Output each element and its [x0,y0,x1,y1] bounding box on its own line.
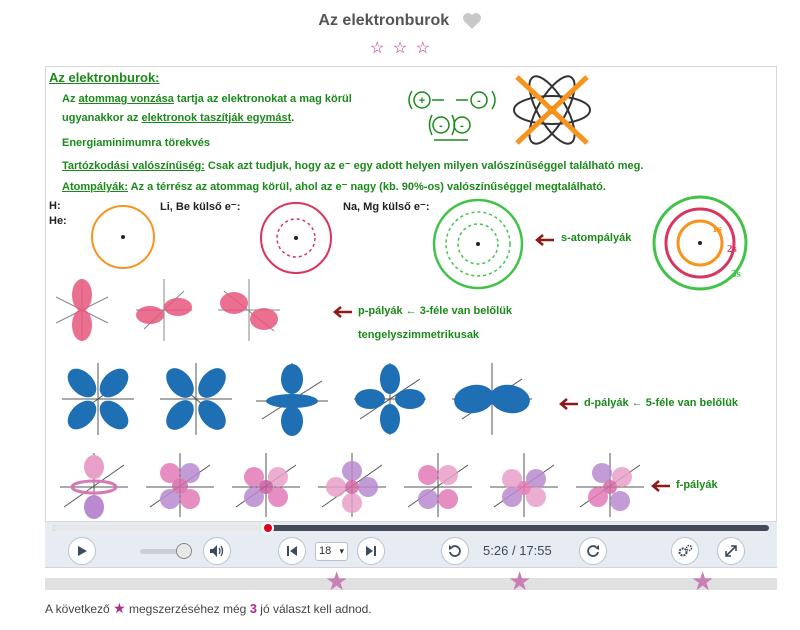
d-orbital-1 [62,363,134,435]
p-orbital-label: p-pályák ← 3-féle van belőlük [358,305,513,317]
play-button[interactable] [68,537,96,565]
d-orbital-4 [354,363,426,435]
rewind-button[interactable] [441,537,469,565]
f-orbital-4 [318,453,386,517]
milestone-star-icon: ★ [691,566,715,596]
video-progress-bar[interactable] [45,522,777,534]
svg-text:-: - [460,120,464,132]
volume-slider[interactable] [140,549,186,554]
p-orbital-z [55,279,109,341]
arrow-left-icon [651,480,670,492]
note-text-b: megszerzéséhez még [128,602,247,616]
slide-select-value: 18 [319,545,332,557]
arrow-left-icon [559,398,578,410]
arrow-left-icon [333,306,352,318]
previous-slide-button[interactable] [278,537,306,565]
play-icon [78,546,87,556]
orbital-3s [432,198,524,290]
rewind-icon [449,545,461,557]
time-separator: / [511,543,516,558]
svg-text:3s: 3s [731,268,742,280]
slide-line-2: ugyanakkor az elektronok taszítják egymá… [62,112,295,124]
video-slide[interactable]: Az elektronburok: Az atommag vonzása tar… [45,66,777,522]
slide-line-4: Tartózkodási valószínűség: Csak azt tudj… [62,160,644,172]
slide-select[interactable]: 18 ▾ [315,542,348,561]
label-li-be: Li, Be külső e⁻: [160,201,241,213]
orbital-1s [91,205,155,269]
svg-text:-: - [477,95,481,107]
total-time: 17:55 [519,543,552,558]
remaining-count: 3 [249,601,257,616]
volume-handle[interactable] [176,543,192,559]
progress-handle[interactable] [261,522,274,534]
p-orbital-label-2: tengelyszimmetrikusak [358,329,480,341]
label-na-mg: Na, Mg külső e⁻: [343,201,430,213]
milestone-star-icon: ★ [508,566,532,596]
label-he: He: [49,215,67,227]
rating-star-icon: ☆ [415,40,430,57]
slide-heading: Az elektronburok: [49,70,160,85]
expand-icon [725,545,737,557]
favorite-heart-icon[interactable] [462,12,482,30]
note-text-c: jó választ kell adnod. [260,602,372,616]
f-orbital-5 [404,453,472,517]
f-orbital-label: f-pályák [676,479,718,491]
d-orbital-z2 [256,363,328,436]
f-orbital-6 [490,453,558,517]
player-controls: 18 ▾ 5:26 / 17:55 [45,534,777,568]
star-icon: ★ [113,600,126,616]
d-orbital-5 [452,363,532,435]
chevron-down-icon: ▾ [339,546,344,556]
rating-stars: ☆ ☆ ☆ [0,38,800,58]
d-orbital-label: d-pályák ← 5-féle van belőlük [584,397,739,409]
f-orbital-1 [60,453,128,519]
svg-text:-: - [439,120,443,132]
volume-button[interactable] [203,537,231,565]
slide-line-3: Energiaminimumra törekvés [62,137,210,149]
fullscreen-button[interactable] [717,537,745,565]
rating-star-icon: ☆ [392,40,408,57]
score-note: A következő ★ megszerzéséhez még 3 jó vá… [45,600,372,617]
f-orbital-3 [232,453,300,517]
orbital-2s [260,202,332,274]
progress-track[interactable] [53,522,769,534]
speaker-icon [210,545,224,557]
score-progress-bar [45,578,777,590]
forward-button[interactable] [579,537,607,565]
skip-back-icon [287,546,297,556]
rating-star-icon: ☆ [370,40,385,57]
s-orbital-label: s-atompályák [561,232,632,244]
p-orbital-y [218,279,280,341]
svg-text:2s: 2s [727,243,738,255]
svg-text:1s: 1s [712,223,723,235]
svg-text:+: + [419,95,425,107]
gear-icon [678,544,693,557]
page-title: Az elektronburok [318,12,450,29]
progress-played [53,525,268,531]
settings-button[interactable] [671,537,699,565]
shells-1s-2s-3s: 1s 2s 3s [652,195,748,291]
charge-diagram: + - - - [408,90,496,141]
arrow-left-icon [535,234,554,246]
atom-model-crossed [513,75,591,145]
current-time: 5:26 [483,543,509,558]
title-row: Az elektronburok [0,12,800,30]
p-orbital-x [136,279,192,341]
next-slide-button[interactable] [357,537,385,565]
f-orbital-2 [146,453,214,517]
skip-forward-icon [366,546,376,556]
d-orbital-2 [160,363,232,435]
note-text-a: A következő [45,602,110,616]
label-h: H: [49,200,61,212]
forward-icon [587,545,599,557]
slide-line-5: Atompályák: Az a térrész az atommag körü… [62,181,606,193]
slide-line-1: Az atommag vonzása tartja az elektronoka… [62,93,352,105]
milestone-star-icon: ★ [325,566,349,596]
f-orbital-7 [576,453,644,517]
time-display: 5:26 / 17:55 [483,543,552,558]
